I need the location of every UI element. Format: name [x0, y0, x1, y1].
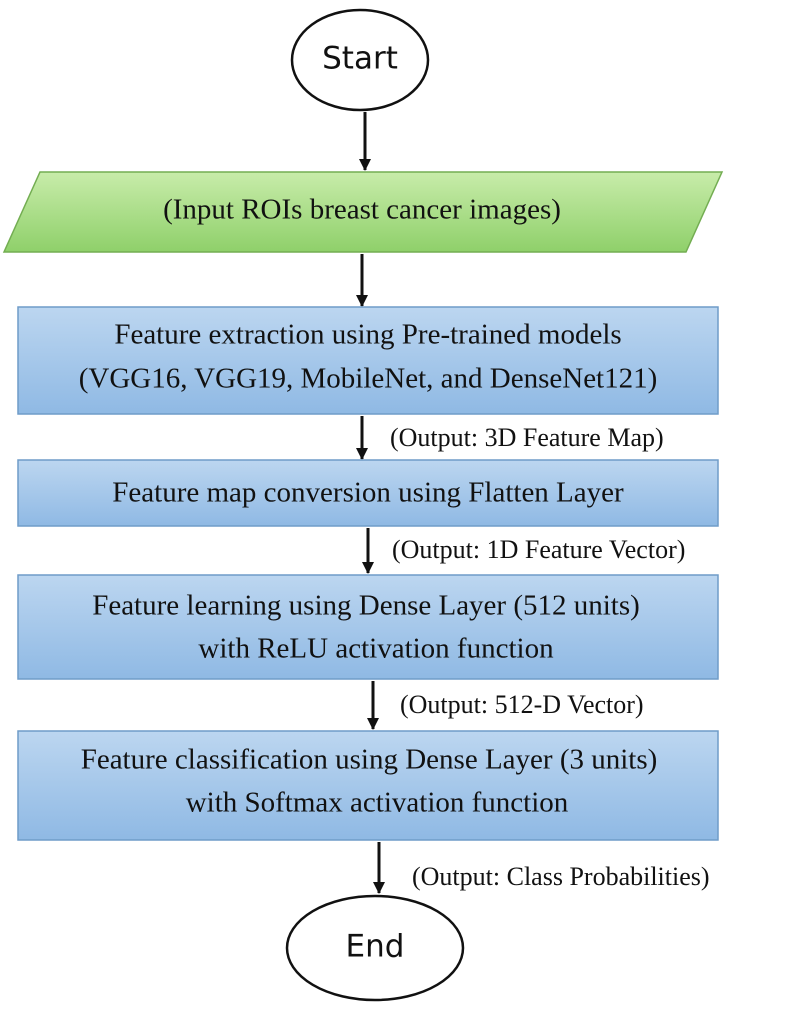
step-box: [17, 306, 719, 415]
input-node: (Input ROIs breast cancer images): [2, 171, 724, 253]
output-label: (Output: 1D Feature Vector): [392, 535, 685, 564]
step-text-line: Feature extraction using Pre-trained mod…: [114, 319, 621, 351]
step-box: [17, 574, 719, 680]
start-ellipse: [290, 8, 430, 112]
step-text-line: Feature map conversion using Flatten Lay…: [112, 477, 624, 509]
step-text-line: Feature learning using Dense Layer (512 …: [92, 590, 640, 622]
output-label: (Output: Class Probabilities): [412, 862, 710, 891]
step-text-line: with ReLU activation function: [198, 633, 554, 665]
step-feature-extraction: Feature extraction using Pre-trained mod…: [17, 306, 719, 415]
step-text-line: with Softmax activation function: [186, 787, 569, 819]
step-box: [17, 459, 719, 527]
end-ellipse: [285, 894, 465, 1002]
step-box: [17, 730, 719, 841]
input-label: (Input ROIs breast cancer images): [163, 194, 561, 226]
step-feature-classification: Feature classification using Dense Layer…: [17, 730, 719, 841]
step-flatten: Feature map conversion using Flatten Lay…: [17, 459, 719, 527]
output-label: (Output: 512-D Vector): [400, 690, 644, 719]
start-node: Start: [290, 8, 430, 112]
end-label: End: [346, 929, 405, 965]
step-text-line: (VGG16, VGG19, MobileNet, and DenseNet12…: [79, 363, 658, 395]
end-node: End: [285, 894, 465, 1002]
output-label: (Output: 3D Feature Map): [390, 423, 664, 452]
start-label: Start: [322, 41, 398, 77]
step-feature-learning: Feature learning using Dense Layer (512 …: [17, 574, 719, 680]
step-text-line: Feature classification using Dense Layer…: [81, 744, 658, 776]
input-parallelogram: [2, 171, 724, 253]
